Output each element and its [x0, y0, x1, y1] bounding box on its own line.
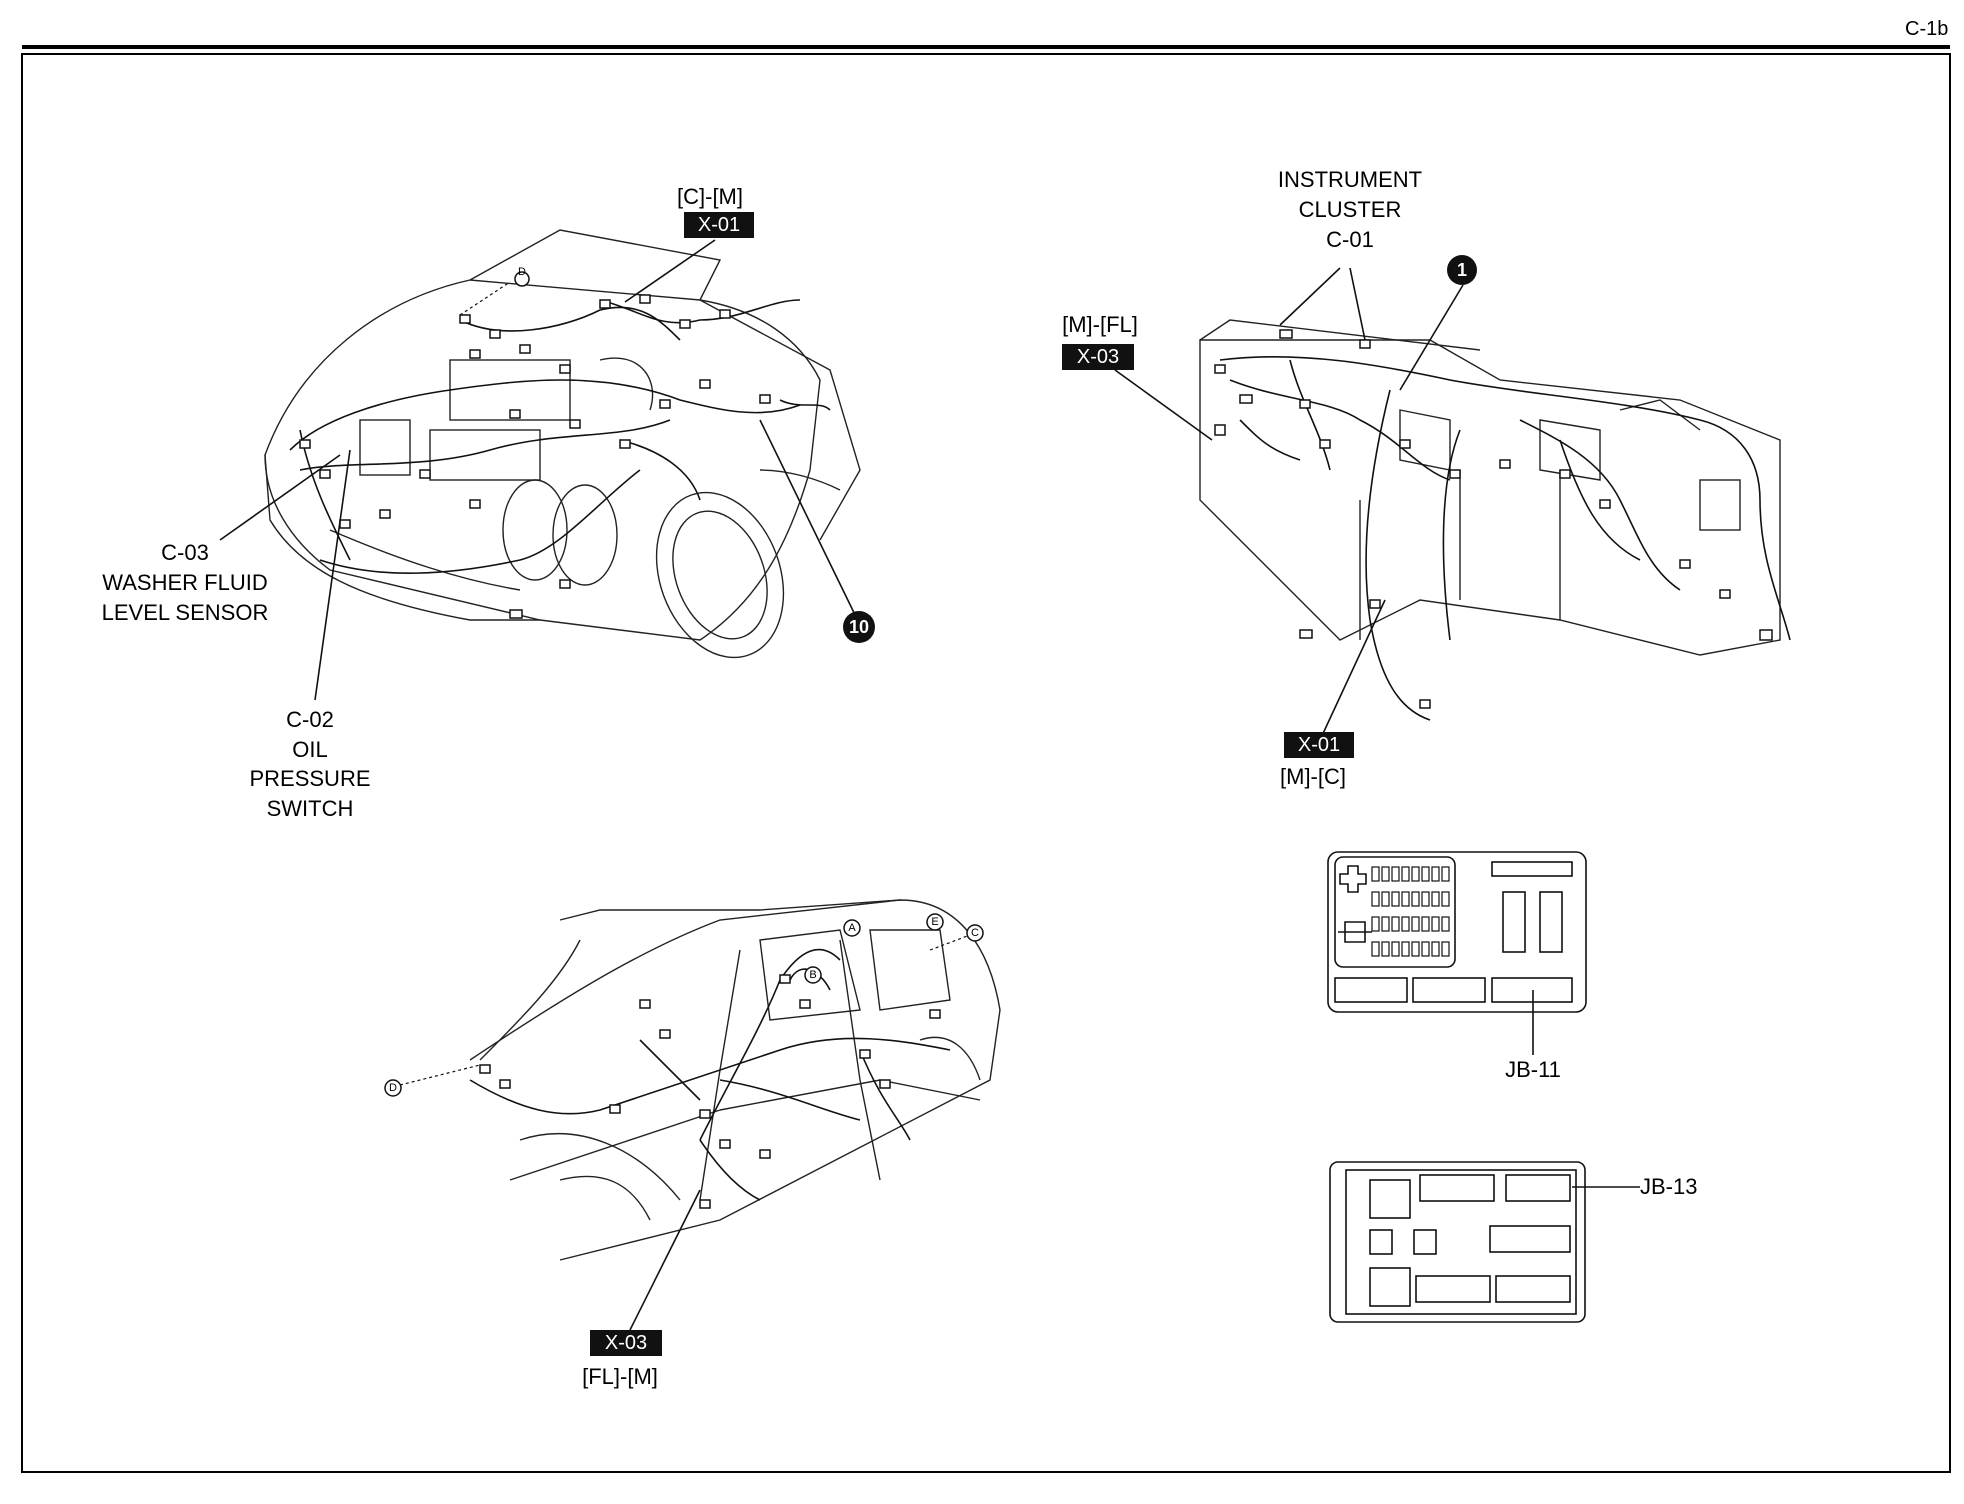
cluster-line2: CLUSTER — [1298, 197, 1402, 222]
cluster-code: C-01 — [1326, 227, 1374, 252]
jb-13-label: JB-13 — [1640, 1174, 1698, 1199]
dash-fl-tag: X-03 — [1062, 344, 1134, 370]
page-frame — [21, 53, 1951, 1473]
dash-c-tag: X-01 — [1284, 732, 1354, 758]
body-side-view — [384, 899, 1001, 1331]
page-number: C-1b — [1905, 18, 1949, 40]
ref-b-label: B — [809, 969, 817, 981]
dashboard-view — [1114, 267, 1791, 741]
ref-a-circle — [843, 919, 861, 937]
oil-switch-line2: PRESSURE — [249, 766, 371, 791]
engine-compartment-view — [219, 229, 861, 701]
jb-11-drawing — [1327, 851, 1587, 1055]
body-ref-d-label: D — [389, 1082, 397, 1094]
oil-switch-line1: OIL — [292, 737, 328, 762]
dash-connectors — [1214, 329, 1773, 709]
ref-a-label: A — [848, 922, 856, 934]
engine-callout-bullet: 10 — [843, 611, 875, 643]
oil-switch-code: C-02 — [286, 707, 334, 732]
body-connector-route: [FL]-[M] — [582, 1364, 658, 1389]
dash-fl-route: [M]-[FL] — [1062, 312, 1138, 337]
engine-connectors — [299, 294, 771, 619]
ref-e-circle — [926, 913, 944, 931]
ref-c-label: C — [971, 927, 979, 939]
jb-13-drawing — [1329, 1161, 1640, 1323]
engine-route-label: [C]-[M] — [677, 184, 743, 209]
washer-sensor-code: C-03 — [161, 540, 209, 565]
engine-ref-d-label: D — [518, 266, 526, 278]
washer-sensor-line1: WASHER FLUID — [102, 570, 268, 595]
oil-switch-line3: SWITCH — [266, 796, 354, 821]
dash-c-route: [M]-[C] — [1280, 764, 1346, 789]
body-ref-d-circle — [384, 1079, 402, 1097]
dash-callout-bullet: 1 — [1447, 255, 1477, 285]
cluster-line1: INSTRUMENT — [1277, 167, 1423, 192]
engine-ref-d-circle — [514, 271, 530, 287]
jb-11-fuses — [1371, 866, 1450, 957]
ref-b-circle — [804, 966, 822, 984]
engine-connector-tag: X-01 — [684, 212, 754, 238]
body-connector-tag: X-03 — [590, 1330, 662, 1356]
jb-11-label: JB-11 — [1505, 1057, 1561, 1082]
ref-e-label: E — [931, 916, 939, 928]
body-connectors — [479, 974, 941, 1209]
ref-c-circle — [966, 924, 984, 942]
washer-sensor-line2: LEVEL SENSOR — [101, 600, 269, 625]
